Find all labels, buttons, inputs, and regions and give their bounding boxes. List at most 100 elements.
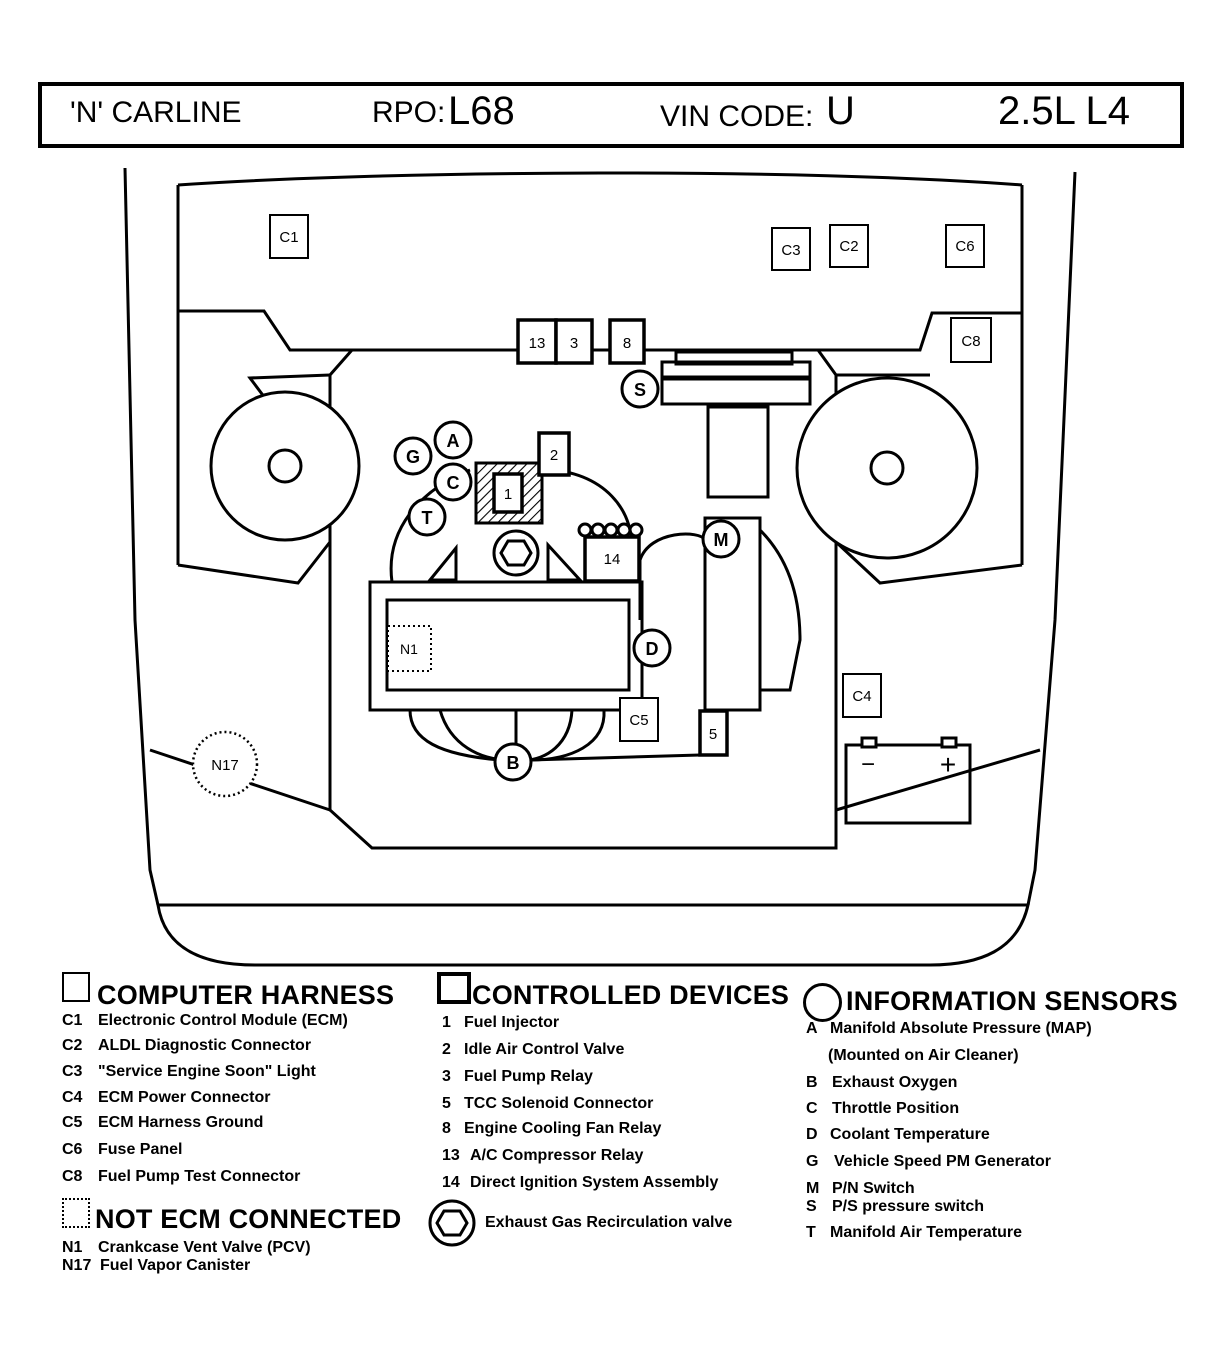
c5-ecm-ground-box xyxy=(619,697,659,742)
svg-text:1: 1 xyxy=(504,486,512,503)
cowl-lower-edge xyxy=(178,309,1022,352)
device-14-dis-assembly xyxy=(583,535,641,583)
c8-fuel-pump-test-box xyxy=(950,317,992,363)
svg-text:A: A xyxy=(447,431,460,451)
header-rpo-value: L68 xyxy=(448,89,515,133)
n17-canister xyxy=(191,730,259,798)
header-rpo-label: RPO: xyxy=(372,96,446,129)
sensor-d-coolant xyxy=(632,628,672,668)
svg-text:M: M xyxy=(714,530,729,550)
c6-fuse-panel-box xyxy=(945,224,985,268)
svg-text:C: C xyxy=(447,473,460,493)
svg-text:13: 13 xyxy=(529,335,546,352)
svg-text:N1: N1 xyxy=(400,641,418,657)
battery-positive: + xyxy=(940,749,956,780)
egr-valve-icon xyxy=(492,529,540,577)
legend-egr-label: Exhaust Gas Recirculation valve xyxy=(485,1214,733,1231)
header-carline: 'N' CARLINE xyxy=(70,96,242,129)
svg-text:C6: C6 xyxy=(955,238,974,255)
header-bar: 'N' CARLINE RPO: L68 VIN CODE: U 2.5L L4 xyxy=(38,82,1184,148)
c2-aldl-box xyxy=(829,224,869,268)
device-3-fuel-pump-relay xyxy=(554,318,594,365)
legend-sensor-a-note: (Mounted on Air Cleaner) xyxy=(828,1047,1019,1064)
svg-text:D: D xyxy=(646,639,659,659)
right-fender-outline xyxy=(1026,171,1077,906)
legend-controlled-devices-title: CONTROLLED DEVICES xyxy=(472,980,790,1010)
information-sensors-symbol xyxy=(803,983,842,1022)
svg-text:S: S xyxy=(634,380,646,400)
svg-text:N17: N17 xyxy=(211,757,239,774)
svg-text:C5: C5 xyxy=(629,712,648,729)
sensor-t-mat xyxy=(407,497,447,537)
cowl-top xyxy=(177,171,1023,187)
legend-not-ecm-title: NOT ECM CONNECTED xyxy=(95,1204,402,1234)
svg-text:G: G xyxy=(406,447,420,467)
n1-pcv-valve xyxy=(387,625,432,672)
battery-negative: − xyxy=(861,751,875,778)
header-engine: 2.5L L4 xyxy=(998,89,1130,133)
c3-ses-light-box xyxy=(771,227,811,271)
svg-text:T: T xyxy=(422,508,433,528)
svg-text:C8: C8 xyxy=(961,333,980,350)
device-2-iac-valve xyxy=(537,431,571,477)
svg-text:C3: C3 xyxy=(781,242,800,259)
egr-legend-icon xyxy=(428,1199,476,1247)
svg-text:C1: C1 xyxy=(279,229,298,246)
sensor-c-tps xyxy=(433,462,473,502)
svg-text:C2: C2 xyxy=(839,238,858,255)
legend-c3: C3"Service Engine Soon" Light xyxy=(62,1063,316,1080)
sensor-m-pn-switch xyxy=(701,519,741,559)
svg-text:B: B xyxy=(507,753,520,773)
header-vin-label: VIN CODE: xyxy=(660,100,814,133)
device-5-tcc-connector xyxy=(698,709,729,757)
device-1-fuel-injector xyxy=(492,472,524,514)
legend-computer-harness-title: COMPUTER HARNESS xyxy=(97,980,395,1010)
front-bumper xyxy=(156,903,1030,967)
device-13-ac-relay xyxy=(516,318,558,365)
svg-text:2: 2 xyxy=(550,447,558,464)
computer-harness-symbol xyxy=(62,972,90,1002)
legend-information-sensors-title: INFORMATION SENSORS xyxy=(846,986,1178,1016)
svg-text:8: 8 xyxy=(623,335,631,352)
svg-text:C4: C4 xyxy=(852,688,871,705)
c1-ecm-box xyxy=(269,214,309,259)
controlled-devices-symbol xyxy=(437,972,471,1004)
sensor-s-ps-switch xyxy=(620,369,660,409)
left-fender-outline xyxy=(123,167,160,906)
header-vin-value: U xyxy=(826,89,855,133)
svg-text:3: 3 xyxy=(570,335,578,352)
sensor-a-map xyxy=(433,420,473,460)
c4-ecm-power-box xyxy=(842,673,882,718)
sensor-b-oxygen xyxy=(493,742,533,782)
svg-text:5: 5 xyxy=(709,726,717,743)
sensor-g-vss xyxy=(393,436,433,476)
wheels xyxy=(209,376,979,560)
not-ecm-connected-symbol xyxy=(62,1198,90,1228)
device-8-fan-relay xyxy=(608,318,646,365)
